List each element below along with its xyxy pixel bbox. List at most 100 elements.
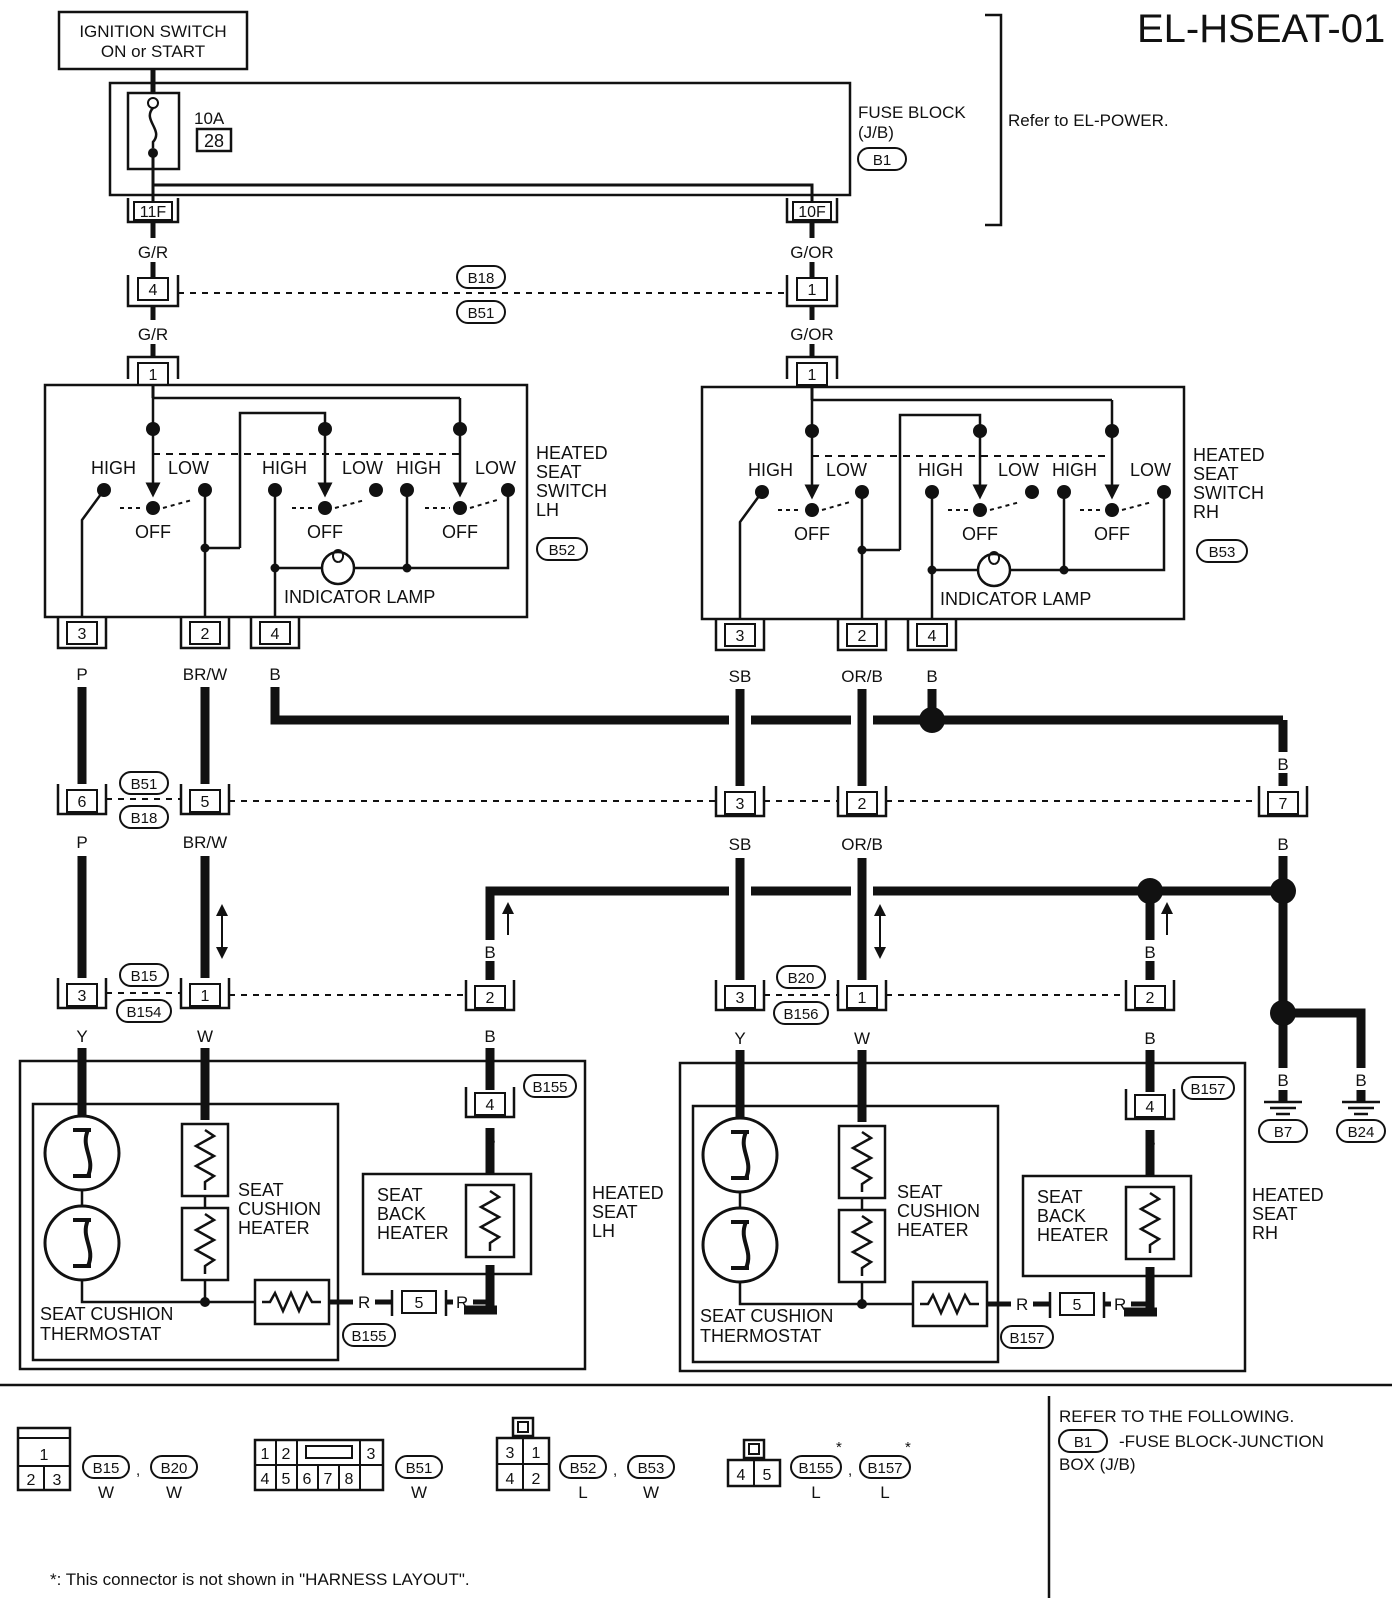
b15-pin-1: 1 bbox=[179, 978, 231, 1010]
svg-text:3: 3 bbox=[367, 1446, 376, 1463]
seat-back-heater-rh-label-2: BACK bbox=[1037, 1206, 1086, 1226]
fuse-terminal-11f: 11F bbox=[126, 198, 180, 224]
wire-label-w-rh: W bbox=[854, 1029, 870, 1048]
wire-label-sb-2: SB bbox=[729, 835, 752, 854]
connector-b51-lower-tag: B51 bbox=[119, 771, 169, 795]
b15-pin-2: 2 bbox=[464, 980, 516, 1012]
thermostat-lh-label-2: THERMOSTAT bbox=[40, 1324, 161, 1344]
connector-b154-tag: B154 bbox=[116, 999, 172, 1023]
svg-text:B1: B1 bbox=[873, 152, 891, 169]
svg-text:7: 7 bbox=[324, 1471, 333, 1488]
connector-b18-tag: B18 bbox=[456, 265, 506, 289]
b51-pin-7: 7 bbox=[1257, 786, 1309, 818]
connector-b20-tag: B20 bbox=[776, 965, 826, 989]
svg-text:2: 2 bbox=[27, 1472, 36, 1489]
connector-face-b15-b20: 1 2 3 B15 , B20 W W bbox=[16, 1426, 198, 1502]
b51-pin-5: 5 bbox=[179, 784, 231, 816]
svg-text:3: 3 bbox=[78, 988, 87, 1005]
thermostat-lh-label-1: SEAT CUSHION bbox=[40, 1304, 173, 1324]
switch-lh-low-3: LOW bbox=[475, 458, 516, 478]
wire-label-b-lh: B bbox=[269, 665, 280, 684]
seat-cushion-heater-rh-label-3: HEATER bbox=[897, 1220, 969, 1240]
svg-text:B52: B52 bbox=[549, 542, 576, 559]
wire-label-br-w: BR/W bbox=[183, 665, 227, 684]
thermostat-rh-icon-1 bbox=[701, 1116, 779, 1194]
switch-rh-title-2: SEAT bbox=[1193, 464, 1239, 484]
b15-pin-3: 3 bbox=[56, 978, 108, 1010]
connector-b157-tag: B157 bbox=[1181, 1076, 1235, 1100]
svg-text:1: 1 bbox=[808, 282, 817, 299]
svg-text:4: 4 bbox=[1146, 1099, 1155, 1116]
svg-text:B157: B157 bbox=[867, 1460, 902, 1477]
connector-b156-tag: B156 bbox=[773, 1001, 829, 1025]
connector-b15-tag: B15 bbox=[119, 963, 169, 987]
switch-rh-low-2: LOW bbox=[998, 460, 1039, 480]
heated-seat-lh-label-2: SEAT bbox=[592, 1202, 638, 1222]
b18-pin-1: 1 bbox=[785, 275, 839, 308]
svg-text:B157: B157 bbox=[1190, 1081, 1225, 1098]
b157-pin-4: 4 bbox=[1124, 1089, 1176, 1121]
heated-seat-lh-label-3: LH bbox=[592, 1221, 615, 1241]
switch-lh-pin-2: 2 bbox=[179, 617, 231, 650]
refer-item-label: -FUSE BLOCK-JUNCTION bbox=[1119, 1432, 1324, 1451]
seat-cushion-heater-rh-label-2: CUSHION bbox=[897, 1201, 980, 1221]
svg-text:W: W bbox=[98, 1483, 114, 1502]
svg-text:3: 3 bbox=[736, 628, 745, 645]
svg-text:W: W bbox=[643, 1483, 659, 1502]
ground-b7-icon bbox=[1264, 1100, 1302, 1116]
switch-rh-low-3: LOW bbox=[1130, 460, 1171, 480]
indicator-lamp-rh-icon bbox=[976, 552, 1012, 588]
b18-pin-4: 4 bbox=[126, 275, 180, 308]
svg-text:1: 1 bbox=[532, 1445, 541, 1462]
svg-text:2: 2 bbox=[532, 1471, 541, 1488]
svg-text:4: 4 bbox=[149, 282, 158, 299]
indicator-lamp-lh-icon bbox=[320, 550, 356, 586]
svg-text:4: 4 bbox=[486, 1097, 495, 1114]
svg-text:B53: B53 bbox=[1209, 544, 1236, 561]
switch-rh-high-1: HIGH bbox=[748, 460, 793, 480]
switch-rh-off-1: OFF bbox=[794, 524, 830, 544]
wire-label-r-rh-2: R bbox=[1114, 1295, 1126, 1314]
fuse-block bbox=[108, 81, 852, 197]
connector-b51-tag: B51 bbox=[456, 300, 506, 324]
switch-lh-off-2: OFF bbox=[307, 522, 343, 542]
switch-lh-indicator-label: INDICATOR LAMP bbox=[284, 587, 435, 607]
b157-pin-5: 5 bbox=[1048, 1292, 1106, 1318]
svg-text:B51: B51 bbox=[406, 1460, 433, 1477]
seat-back-heater-rh-label-1: SEAT bbox=[1037, 1187, 1083, 1207]
wire-label-b-ground-b24: B bbox=[1355, 1071, 1366, 1090]
connector-b7-tag: B7 bbox=[1258, 1119, 1308, 1143]
heated-seat-lh-label-1: HEATED bbox=[592, 1183, 664, 1203]
connector-b1-tag: B1 bbox=[857, 147, 907, 171]
seat-cushion-heater-lh-label-1: SEAT bbox=[238, 1180, 284, 1200]
switch-rh-high-2: HIGH bbox=[918, 460, 963, 480]
switch-rh-indicator-label: INDICATOR LAMP bbox=[940, 589, 1091, 609]
connector-face-b51: 1 2 3 4 5 6 7 8 B51 W bbox=[253, 1438, 443, 1502]
svg-text:3: 3 bbox=[506, 1445, 515, 1462]
svg-text:1: 1 bbox=[40, 1447, 49, 1464]
svg-text:3: 3 bbox=[53, 1472, 62, 1489]
seat-back-heater-lh-label-2: BACK bbox=[377, 1204, 426, 1224]
svg-text:B155: B155 bbox=[351, 1328, 386, 1345]
b155-pin-4: 4 bbox=[464, 1087, 516, 1119]
wire-label-g-or: G/OR bbox=[790, 325, 833, 344]
thermostat-lh-icon-1 bbox=[43, 1114, 121, 1192]
connector-face-b52-b53: 3 1 4 2 B52 , B53 L W bbox=[495, 1416, 675, 1502]
wire-label-w-lh: W bbox=[197, 1027, 213, 1046]
connector-b53-tag: B53 bbox=[1196, 539, 1248, 563]
switch-rh-low-1: LOW bbox=[826, 460, 867, 480]
svg-text:B18: B18 bbox=[131, 810, 158, 827]
svg-text:2: 2 bbox=[858, 796, 867, 813]
heated-seat-rh-label-3: RH bbox=[1252, 1223, 1278, 1243]
wire-label-p: P bbox=[76, 665, 87, 684]
svg-text:,: , bbox=[613, 1462, 617, 1479]
wire-label-g-or-top: G/OR bbox=[790, 243, 833, 262]
svg-text:3: 3 bbox=[736, 796, 745, 813]
svg-text:B154: B154 bbox=[126, 1004, 161, 1021]
power-bracket bbox=[985, 13, 1003, 227]
switch-rh-title-4: RH bbox=[1193, 502, 1219, 522]
wire-label-or-b-2: OR/B bbox=[841, 835, 883, 854]
wire-label-b-ground-2: B bbox=[1277, 835, 1288, 854]
svg-text:5: 5 bbox=[1073, 1297, 1082, 1314]
connector-face-b155-b157: 4 5 B155 * , B157 * L L bbox=[726, 1438, 911, 1502]
